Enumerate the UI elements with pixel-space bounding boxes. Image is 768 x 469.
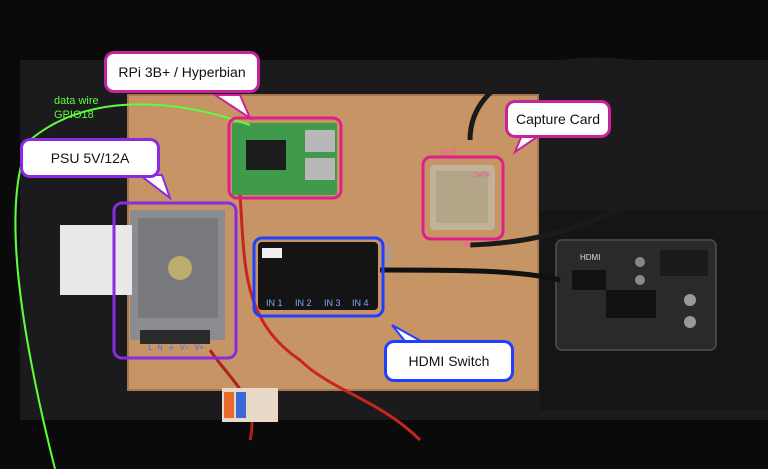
raspberry-pi-board	[232, 123, 337, 195]
switch-in4-label: IN 4	[352, 298, 369, 308]
psu-callout-label: PSU 5V/12A	[50, 150, 130, 166]
capture-out-label: OUT	[440, 148, 457, 157]
capture-card-device	[430, 165, 495, 230]
psu-unit	[130, 210, 225, 344]
switch-out-label: OUT	[384, 243, 394, 262]
rpi-callout-label: RPi 3B+ / Hyperbian	[118, 64, 246, 80]
hdmi-switch-device	[258, 242, 378, 310]
tv-connector-panel	[555, 239, 717, 351]
psu-callout: PSU 5V/12A	[20, 138, 160, 178]
psu-terminal-labels: L N ⏚ V- V+	[148, 344, 205, 353]
hdmi-switch-callout-label: HDMI Switch	[408, 353, 490, 369]
data-wire-annotation: data wire GPIO18	[54, 94, 99, 122]
data-wire-label: data wire	[54, 95, 99, 107]
capture-data-label: DATA	[473, 172, 491, 179]
rpi-callout-pointer	[211, 94, 253, 121]
switch-in3-label: IN 3	[324, 298, 341, 308]
switch-highlight-box	[252, 236, 385, 318]
psu-highlight-box	[112, 201, 238, 360]
capture-callout-label: Capture Card	[515, 111, 601, 127]
switch-in1-label: IN 1	[266, 298, 283, 308]
gpio-label: GPIO18	[54, 109, 94, 121]
switch-in2-label: IN 2	[295, 298, 312, 308]
tv-hdmi-label: HDMI	[580, 253, 601, 262]
hdmi-switch-callout: HDMI Switch	[384, 340, 514, 382]
capture-callout: Capture Card	[505, 100, 611, 138]
rpi-callout: RPi 3B+ / Hyperbian	[104, 51, 260, 93]
capture-in-label: IN	[463, 240, 471, 249]
capture-highlight-box	[421, 155, 505, 241]
rpi-highlight-box	[227, 116, 343, 200]
